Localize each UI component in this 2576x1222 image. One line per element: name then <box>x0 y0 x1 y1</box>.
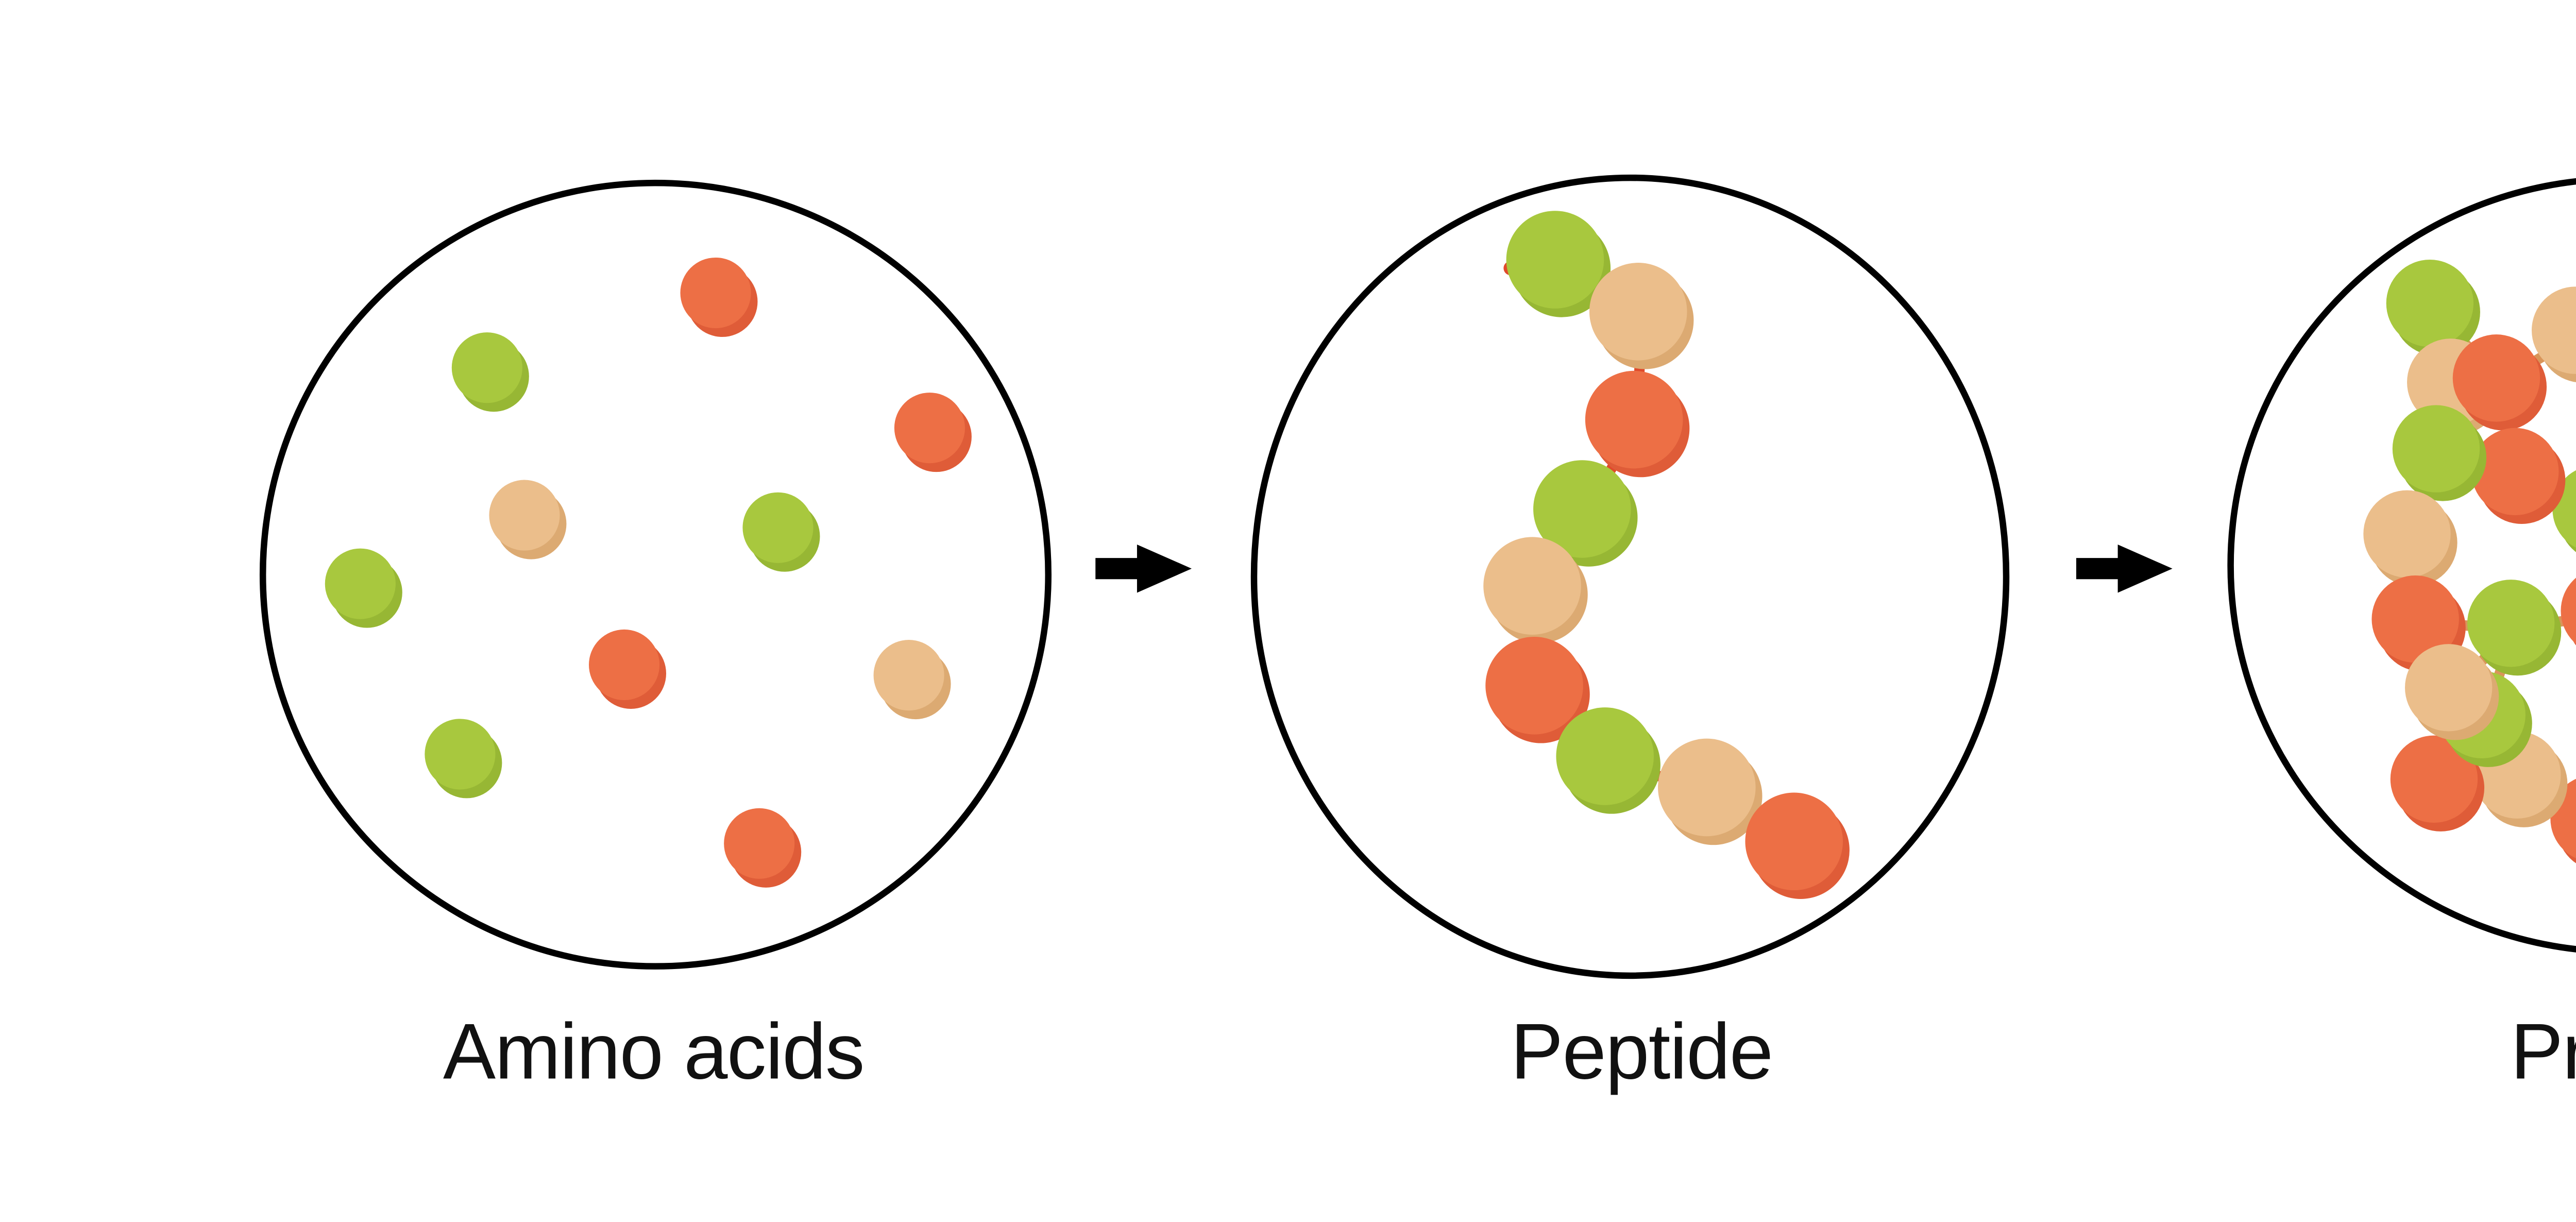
protein-beads <box>2363 259 2576 863</box>
protein-label: Protein <box>2511 1007 2576 1095</box>
bead-tan <box>1483 537 1581 635</box>
amino-acids-group: Amino acids <box>259 179 1052 1095</box>
bead-green <box>742 492 814 563</box>
peptide-label: Peptide <box>1511 1007 1772 1095</box>
bead-orange <box>2371 575 2459 663</box>
bead-tan <box>2363 490 2451 578</box>
bead-orange <box>588 629 660 701</box>
bead-green <box>325 548 396 619</box>
bead-green <box>451 332 522 403</box>
bead-orange <box>2390 735 2478 823</box>
bead-orange <box>2471 428 2559 516</box>
bead-orange <box>894 393 965 464</box>
bead-tan <box>489 480 560 551</box>
arrow-right-1-icon <box>1095 544 1192 593</box>
bead-green <box>425 719 496 790</box>
bead-green <box>1533 460 1631 558</box>
bead-orange <box>2561 578 2576 644</box>
bead-tan <box>1658 738 1756 837</box>
arrow-right-2-icon <box>2076 544 2173 593</box>
bead-orange <box>2452 334 2540 422</box>
bead-green <box>1556 707 1654 805</box>
bead-green <box>2392 405 2480 493</box>
bead-green <box>2386 259 2474 347</box>
bead-tan <box>873 640 944 711</box>
bead-tan <box>1589 263 1687 361</box>
bead-tan <box>2404 644 2493 732</box>
amino-acids-label: Amino acids <box>443 1007 864 1095</box>
peptide-beads <box>1483 211 1850 899</box>
protein-group: Protein <box>2227 178 2576 1095</box>
bead-orange <box>724 808 795 879</box>
peptide-group: Peptide <box>1250 174 2010 1095</box>
amino-acids-dots <box>325 257 972 888</box>
bead-orange <box>1585 370 1683 469</box>
peptide-circle <box>1250 174 2010 979</box>
bead-green <box>2467 580 2555 667</box>
bead-green <box>1506 211 1604 309</box>
bead-orange <box>680 257 751 329</box>
bead-orange <box>1485 637 1583 735</box>
bead-tan <box>2532 286 2576 374</box>
bead-orange <box>1745 792 1843 891</box>
